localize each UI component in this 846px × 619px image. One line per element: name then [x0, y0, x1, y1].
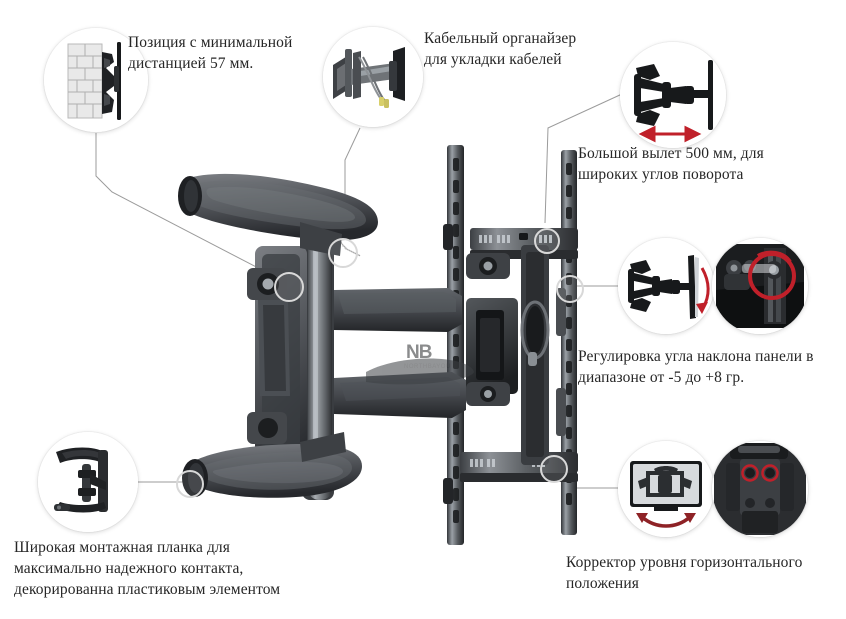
callout-bubble-tilt-photo [712, 238, 808, 334]
hotspot-rail-bottom [540, 455, 568, 483]
hotspot-rail-top [534, 228, 560, 254]
tilt-knob-photo-icon [712, 238, 808, 334]
hotspot-rail-mid [556, 275, 584, 303]
callout-bubble-min-distance [44, 28, 148, 132]
caption-level-corrector: Корректор уровня горизонтального положен… [566, 554, 803, 592]
horizontal-double-arrow-icon [638, 125, 702, 143]
callout-bubble-level-photo [712, 441, 808, 537]
swivel-arm-topview-icon [620, 42, 726, 148]
hotspot-upper-pivot [328, 238, 358, 268]
wall-mount-folded-icon [44, 28, 148, 132]
caption-cable-organizer: Кабельный органайзер для укладки кабелей [424, 30, 577, 68]
svg-text:NORTHBAYOU: NORTHBAYOU [404, 364, 451, 370]
curved-arrow-icon [696, 267, 710, 314]
hotspot-arm-end [176, 470, 204, 498]
callout-bubble-level [618, 441, 714, 537]
cable-organizer-icon [323, 27, 423, 127]
caption-min-distance: Позиция с минимальной дистанцией 57 мм. [128, 34, 293, 72]
caption-tilt-range: Регулировка угла наклона панели в диапаз… [578, 348, 814, 386]
curved-arrow-icon [636, 513, 696, 528]
mounting-plate-profile-icon [38, 432, 138, 532]
tv-level-icon [618, 441, 714, 537]
callout-bubble-cable-organizer [323, 27, 423, 127]
caption-extension: Большой вылет 500 мм, для широких углов … [578, 145, 764, 183]
svg-text:NB: NB [406, 342, 432, 363]
level-screws-photo-icon [712, 441, 808, 537]
callout-bubble-tilt [618, 238, 714, 334]
hotspot-arm-joint [274, 272, 304, 302]
callout-bubble-wide-plate [38, 432, 138, 532]
caption-wide-plate: Широкая монтажная планка для максимально… [14, 539, 281, 598]
callout-bubble-extension [620, 42, 726, 148]
tilt-sideview-icon [618, 238, 714, 334]
